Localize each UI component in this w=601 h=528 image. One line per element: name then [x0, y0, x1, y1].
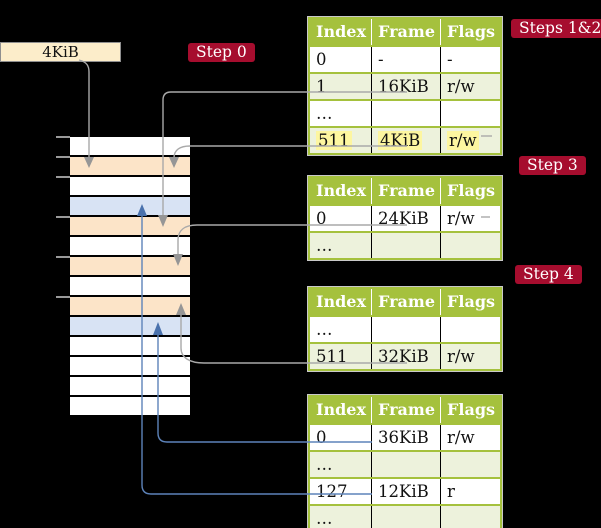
memory-row-peach [70, 217, 190, 235]
memory-row-white [70, 377, 190, 395]
address-tick [56, 296, 70, 298]
cell-flags [440, 315, 502, 343]
cell-index: … [309, 231, 372, 259]
cell-flags [440, 450, 502, 478]
cell-index: 1 [309, 72, 372, 100]
cell-flags [440, 504, 502, 528]
table-row: 511 4KiB r/w [309, 126, 502, 154]
memory-row-peach [70, 297, 190, 315]
cell-frame: 12KiB [371, 477, 441, 505]
memory-row-peach [70, 257, 190, 275]
cell-index: 511 [309, 126, 372, 154]
col-header-flags: Flags [440, 288, 502, 316]
address-tick [56, 176, 70, 178]
cell-frame: 32KiB [371, 342, 441, 370]
table-row: … [309, 99, 502, 127]
label-step-3: Step 3 [519, 156, 586, 175]
col-header-frame: Frame [371, 396, 441, 424]
cell-index: 511 [309, 342, 372, 370]
cell-index: … [309, 504, 372, 528]
cell-frame [371, 315, 441, 343]
highlighted-value: r/w [447, 131, 479, 150]
col-header-flags: Flags [440, 177, 502, 205]
col-header-frame: Frame [371, 288, 441, 316]
cell-flags [440, 99, 502, 127]
memory-row-blue [70, 197, 190, 215]
col-header-flags: Flags [440, 396, 502, 424]
cell-index: … [309, 315, 372, 343]
cell-index: … [309, 450, 372, 478]
frame-address-box: 4KiB [0, 42, 121, 62]
table-row: … [309, 231, 502, 259]
label-step-4: Step 4 [515, 265, 582, 284]
col-header-index: Index [309, 18, 372, 46]
memory-row-white [70, 397, 190, 415]
memory-row-white [70, 357, 190, 375]
cell-frame: 24KiB [371, 204, 441, 232]
cell-flags: r/w [440, 204, 502, 232]
memory-row-white [70, 237, 190, 255]
table-row: … [309, 450, 502, 478]
memory-column [70, 137, 190, 415]
cell-frame: - [371, 45, 441, 73]
cell-frame: 16KiB [371, 72, 441, 100]
memory-row-white [70, 177, 190, 195]
cell-flags: - [440, 45, 502, 73]
cell-flags: r/w [440, 72, 502, 100]
col-header-flags: Flags [440, 18, 502, 46]
col-header-frame: Frame [371, 177, 441, 205]
cell-index: 0 [309, 45, 372, 73]
table-row: … [309, 315, 502, 343]
cell-frame: 36KiB [371, 423, 441, 451]
col-header-index: Index [309, 396, 372, 424]
cell-flags [440, 231, 502, 259]
table-row: 0-- [309, 45, 502, 73]
cell-flags: r [440, 477, 502, 505]
col-header-frame: Frame [371, 18, 441, 46]
cell-flags: r/w [440, 423, 502, 451]
memory-row-peach [70, 157, 190, 175]
cell-frame: 4KiB [371, 126, 441, 154]
highlighted-value: 511 [316, 131, 352, 150]
cell-index: 0 [309, 204, 372, 232]
cell-flags: r/w [440, 342, 502, 370]
col-header-index: Index [309, 177, 372, 205]
address-tick [56, 156, 70, 158]
cell-frame [371, 231, 441, 259]
label-steps-1-2: Steps 1&2 [511, 19, 601, 38]
address-tick [56, 136, 70, 138]
cell-frame [371, 504, 441, 528]
cell-index: 127 [309, 477, 372, 505]
cell-frame [371, 450, 441, 478]
cell-index: 0 [309, 423, 372, 451]
memory-row-white [70, 137, 190, 155]
memory-row-blue [70, 317, 190, 335]
address-tick [56, 216, 70, 218]
memory-row-white [70, 277, 190, 295]
highlighted-value: 4KiB [378, 131, 423, 150]
col-header-index: Index [309, 288, 372, 316]
address-tick [56, 256, 70, 258]
cell-flags: r/w [440, 126, 502, 154]
label-step-0: Step 0 [188, 43, 255, 62]
cell-index: … [309, 99, 372, 127]
memory-row-white [70, 337, 190, 355]
cell-frame [371, 99, 441, 127]
table-row: … [309, 504, 502, 528]
